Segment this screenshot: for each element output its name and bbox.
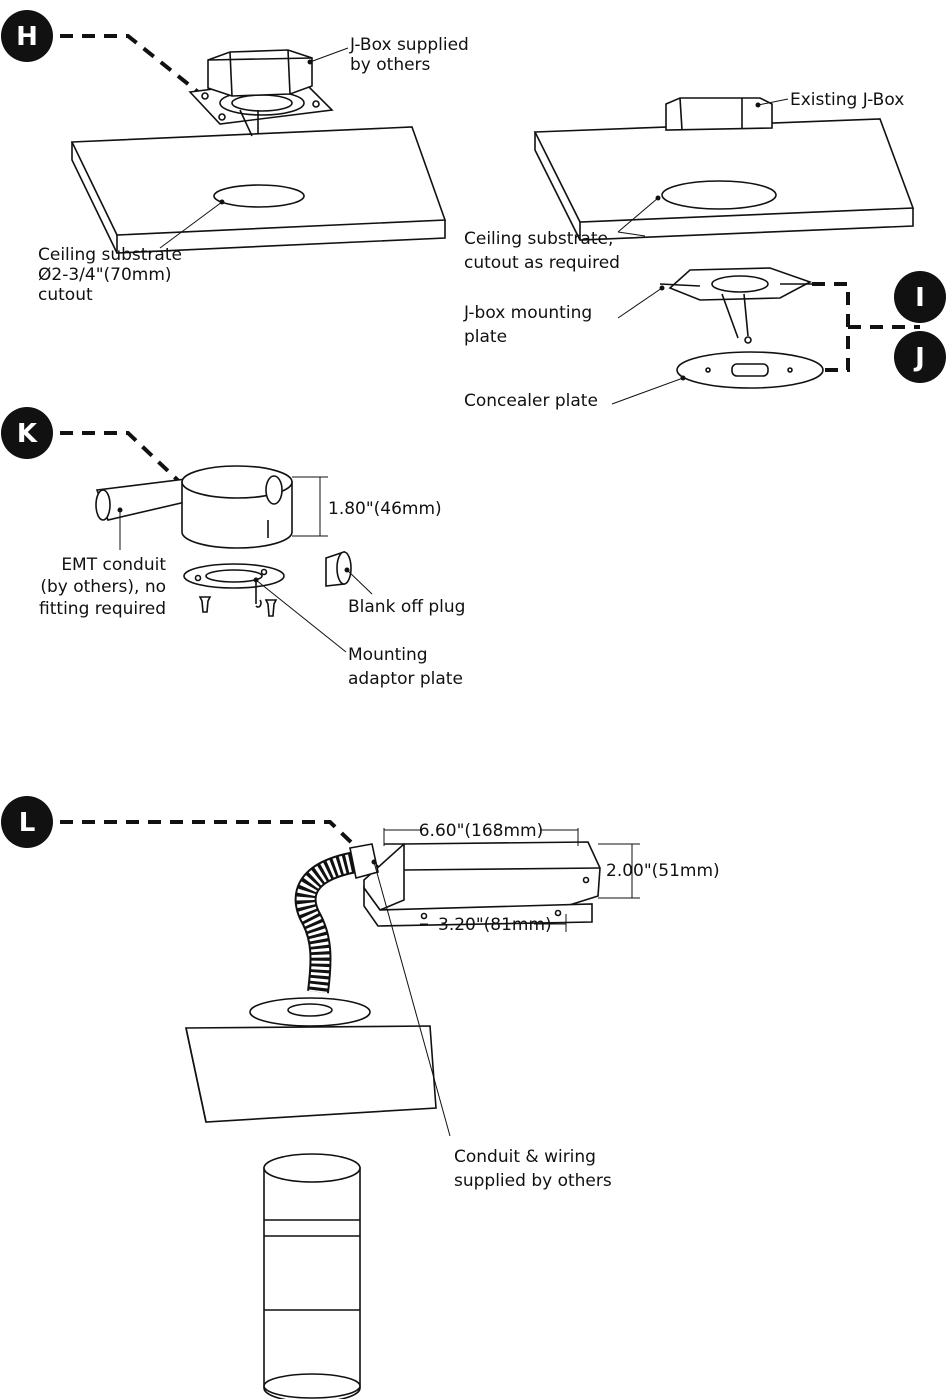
label-emt-2: (by others), no: [40, 577, 166, 597]
dimension-height-k: 1.80"(46mm): [328, 499, 442, 519]
label-jbox-supplied-1: J-Box supplied: [349, 35, 469, 55]
marker-h-leader: [60, 34, 200, 94]
label-existing-jbox: Existing J-Box: [790, 90, 904, 110]
dimension-height-l: 2.00"(51mm): [606, 861, 720, 881]
marker-j-badge: [894, 331, 946, 383]
conduit-fitting: [349, 843, 379, 879]
remote-driver-box: [363, 841, 601, 911]
marker-l-letter: L: [19, 808, 36, 838]
label-adaptor-2: adaptor plate: [348, 669, 463, 689]
label-jbox-supplied-2: by others: [350, 55, 431, 75]
label-concealer-plate: Concealer plate: [464, 391, 598, 411]
cutout-hole-h: [213, 184, 305, 208]
section-l: L 6.60"(168mm) 2.00": [1, 796, 720, 1399]
ceiling-slab-h: [70, 126, 447, 236]
marker-j-letter: J: [913, 343, 925, 373]
screw-2: [264, 599, 278, 617]
jbox-mounting-plate: [668, 267, 812, 301]
canopy: [249, 997, 371, 1027]
screw-1: [198, 596, 212, 613]
dimension-depth-l: 3.20"(81mm): [438, 915, 552, 935]
marker-k-badge: [1, 407, 53, 459]
marker-k-letter: K: [17, 419, 38, 449]
section-h: H J-Box supplied by others Ceiling subst…: [1, 10, 469, 305]
cutout-hole-ij: [661, 180, 777, 210]
ceiling-slab-l: [185, 1025, 437, 1123]
label-ceiling-cutout-1: Ceiling substrate,: [464, 229, 613, 249]
section-ij: Existing J-Box Ceiling substrate, cutout…: [463, 90, 946, 411]
label-conduit-2: supplied by others: [454, 1171, 612, 1191]
label-emt-3: fitting required: [39, 599, 166, 619]
marker-i-letter: I: [915, 283, 925, 313]
label-blank-plug: Blank off plug: [348, 597, 465, 617]
concealer-plate: [676, 351, 824, 389]
marker-l-badge: [1, 796, 53, 848]
label-mounting-plate-1: J-box mounting: [463, 303, 592, 323]
label-mounting-plate-2: plate: [464, 327, 507, 347]
section-k: K 1.80"(46mm) EMT conduit (by others), n…: [1, 407, 465, 689]
dimension-width-l: 6.60"(168mm): [419, 821, 544, 841]
label-emt-1: EMT conduit: [61, 555, 166, 575]
marker-h-badge: [1, 10, 53, 62]
label-ceiling-substrate-3: cutout: [38, 285, 93, 305]
label-adaptor-1: Mounting: [348, 645, 428, 665]
marker-h-letter: H: [16, 22, 38, 52]
jbox-h: [207, 49, 313, 97]
label-ceiling-substrate-2: Ø2-3/4"(70mm): [38, 265, 172, 285]
cylinder-fixture: [263, 1167, 361, 1399]
conduit-box: [181, 481, 293, 549]
emt-conduit: [95, 477, 195, 521]
label-ceiling-substrate-1: Ceiling substrate: [38, 245, 182, 265]
marker-ij-bracket: [812, 282, 850, 372]
ceiling-slab-ij: [533, 118, 915, 223]
marker-i-badge: [894, 271, 946, 323]
marker-k-leader: [60, 431, 188, 490]
label-ceiling-cutout-2: cutout as required: [464, 253, 620, 273]
label-conduit-1: Conduit & wiring: [454, 1147, 596, 1167]
